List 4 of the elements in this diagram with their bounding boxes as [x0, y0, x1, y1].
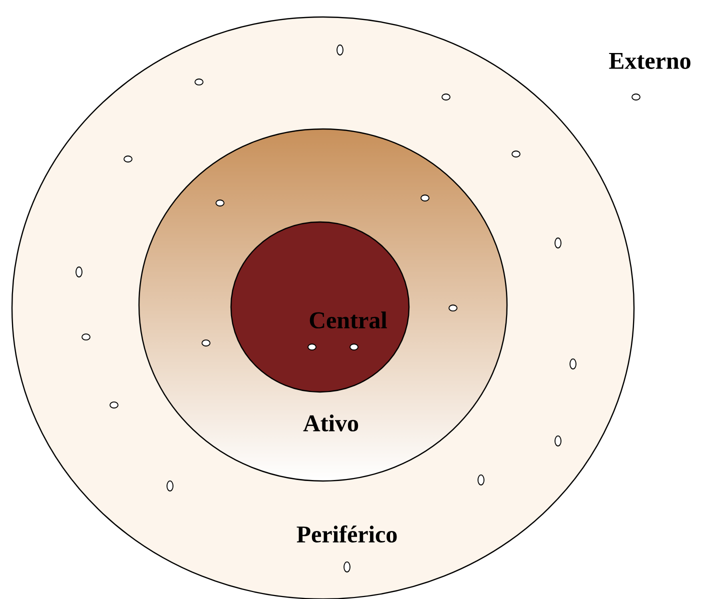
region-label: Externo [609, 53, 690, 69]
layer-label: Periférico [296, 525, 397, 543]
layer-label: Ativo [303, 414, 358, 432]
layer-label: Central [310, 312, 387, 328]
